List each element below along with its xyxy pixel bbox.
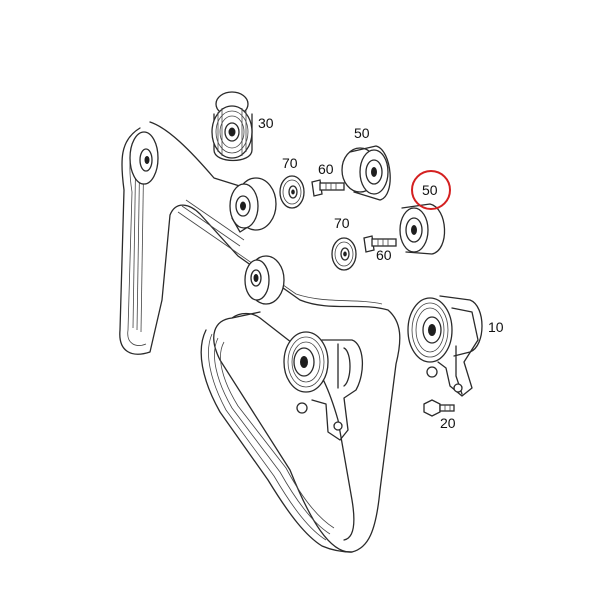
- bolt-upper-60: [311, 179, 345, 197]
- crankshaft-side-pulley: [129, 131, 159, 185]
- label-60-upper: 60: [318, 161, 334, 177]
- cover-disc-lower-70: [331, 237, 357, 271]
- label-50-upper: 50: [354, 125, 370, 141]
- bolt-lower-60: [363, 235, 397, 253]
- belt-idler-middle: [244, 255, 285, 305]
- highlight-circle: [411, 170, 451, 210]
- label-70-upper: 70: [282, 155, 298, 171]
- belt-tensioner-10: [407, 295, 483, 397]
- label-50-lower: 50: [422, 182, 438, 198]
- label-70-lower: 70: [334, 215, 350, 231]
- tensioner-bolt-20: [423, 399, 455, 417]
- idler-pulley-lower-50: [399, 203, 446, 255]
- belt-tensioner-installed: [283, 331, 363, 441]
- idler-pulley-upper-50: [341, 145, 391, 201]
- label-10: 10: [488, 319, 504, 335]
- belt-idler-upper: [229, 177, 277, 231]
- cover-disc-upper-70: [279, 175, 305, 209]
- deflection-pulley-30: [211, 91, 253, 162]
- label-20: 20: [440, 415, 456, 431]
- label-30: 30: [258, 115, 274, 131]
- label-60-lower: 60: [376, 247, 392, 263]
